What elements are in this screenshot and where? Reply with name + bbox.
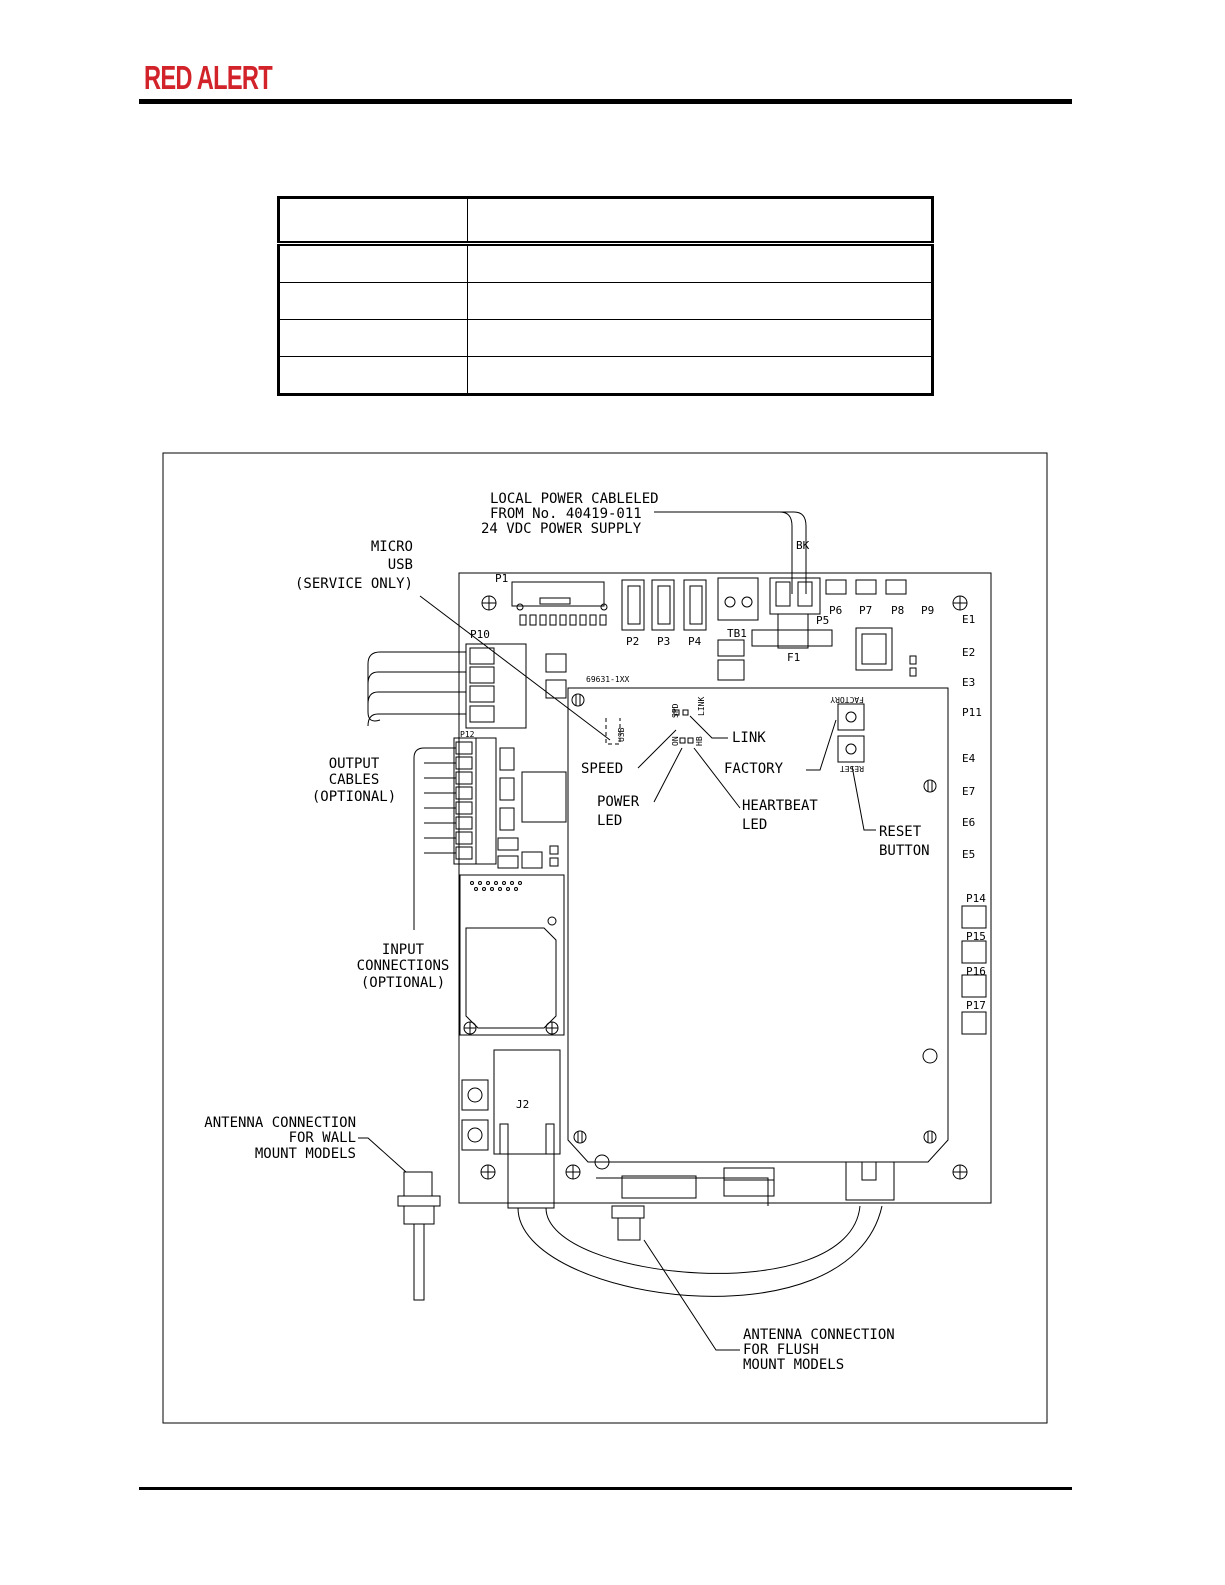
ref-bk: BK: [796, 539, 810, 552]
output-callout-line1: OUTPUT: [329, 756, 380, 772]
table-row: [278, 356, 933, 395]
heartbeat-line2: LED: [742, 817, 767, 833]
ref-e4: E4: [962, 752, 976, 765]
power-led-line2: LED: [597, 813, 622, 829]
header-rule: [139, 99, 1072, 104]
table-row: [278, 319, 933, 357]
power-callout-line3: 24 VDC POWER SUPPLY: [481, 521, 642, 537]
ref-part-no: 69631-1XX: [586, 675, 630, 684]
ref-p10: P10: [470, 628, 490, 641]
table-cell: [467, 356, 933, 395]
table-cell: [467, 243, 933, 283]
flush-antenna-line3: MOUNT MODELS: [743, 1357, 844, 1373]
heartbeat-line1: HEARTBEAT: [742, 798, 818, 814]
footer-rule: [139, 1487, 1072, 1490]
ref-e1: E1: [962, 613, 975, 626]
power-callout-line1: LOCAL POWER CABLELED: [490, 491, 659, 507]
silk-hb: HB: [695, 736, 704, 746]
ref-e7: E7: [962, 785, 975, 798]
ref-e6: E6: [962, 816, 975, 829]
red-alert-logo: RED ALERT: [144, 59, 274, 92]
usb-callout-line1: MICRO: [371, 539, 413, 555]
ref-p12: P12: [460, 730, 475, 739]
output-callout-line3: (OPTIONAL): [312, 789, 396, 805]
power-led-line1: POWER: [597, 794, 640, 810]
ref-p3: P3: [657, 635, 670, 648]
ref-f1: F1: [787, 651, 800, 664]
ref-p5: P5: [816, 614, 829, 627]
module-board: [567, 687, 949, 1163]
ref-tb1: TB1: [727, 627, 747, 640]
wall-antenna-line3: MOUNT MODELS: [255, 1146, 356, 1162]
svg-text:RED ALERT: RED ALERT: [144, 59, 273, 92]
speed-label: SPEED: [581, 761, 623, 777]
ref-p11: P11: [962, 706, 982, 719]
usb-callout-line2: USB: [388, 557, 413, 573]
base-board: [458, 572, 992, 1204]
ref-j2: J2: [516, 1098, 529, 1111]
ref-p7: P7: [859, 604, 872, 617]
table-cell: [467, 197, 933, 246]
ref-p6: P6: [829, 604, 842, 617]
reset-line2: BUTTON: [879, 843, 930, 859]
screw-icon: [480, 595, 968, 1180]
table-row: [278, 243, 933, 283]
silk-reset: RESET: [840, 764, 864, 773]
ref-p1: P1: [495, 572, 508, 585]
table-row: [278, 197, 933, 246]
diagram-frame: [162, 452, 1048, 1424]
usb-callout-line3: (SERVICE ONLY): [295, 576, 413, 592]
table-cell: [467, 319, 933, 357]
ref-p16: P16: [966, 965, 986, 978]
input-callout-line1: INPUT: [382, 942, 425, 958]
input-callout-line2: CONNECTIONS: [357, 958, 450, 974]
output-callout-line2: CABLES: [329, 772, 380, 788]
table-cell: [467, 282, 933, 320]
silk-link: LINK: [697, 697, 706, 716]
wall-antenna-line2: FOR WALL: [289, 1130, 356, 1146]
spec-table: [277, 196, 934, 396]
ref-p14: P14: [966, 892, 986, 905]
silk-factory: FACTORY: [830, 695, 864, 704]
silk-on: ON: [671, 736, 680, 746]
ref-e2: E2: [962, 646, 975, 659]
flush-antenna-line2: FOR FLUSH: [743, 1342, 819, 1358]
ref-p2: P2: [626, 635, 639, 648]
ref-p9: P9: [921, 604, 934, 617]
wall-antenna-line1: ANTENNA CONNECTION: [204, 1115, 356, 1131]
silk-usb: USB: [617, 727, 626, 742]
reset-line1: RESET: [879, 824, 922, 840]
factory-label: FACTORY: [724, 761, 784, 777]
flush-antenna-line1: ANTENNA CONNECTION: [743, 1327, 895, 1343]
ref-p15: P15: [966, 930, 986, 943]
ref-p4: P4: [688, 635, 702, 648]
silk-spd: SPD: [671, 703, 680, 718]
table-cell: [278, 319, 468, 357]
table-cell: [278, 356, 468, 395]
ref-e5: E5: [962, 848, 975, 861]
ref-p8: P8: [891, 604, 904, 617]
ref-e3: E3: [962, 676, 975, 689]
power-callout-line2: FROM No. 40419-011: [490, 506, 642, 522]
link-label: LINK: [732, 730, 766, 746]
input-callout-line3: (OPTIONAL): [361, 975, 445, 991]
ref-p17: P17: [966, 999, 986, 1012]
